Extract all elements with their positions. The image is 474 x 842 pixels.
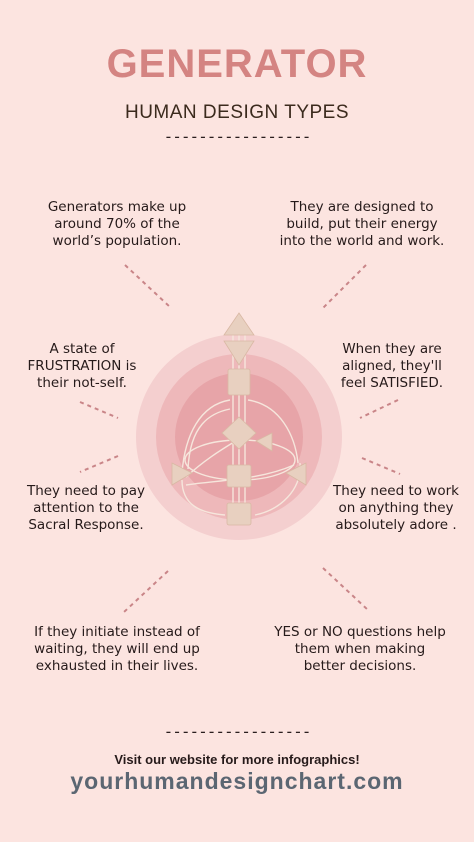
sacral-center — [226, 464, 252, 488]
connector-questions — [322, 567, 369, 611]
fact-adore: They need to work on anything they absol… — [333, 483, 459, 533]
website-url[interactable]: yourhumandesignchart.com — [70, 768, 404, 794]
throat-center — [227, 368, 251, 396]
fact-aligned: When they are aligned, they'll feel SATI… — [340, 341, 444, 391]
solar-plexus-center — [285, 462, 307, 486]
page-subtitle: HUMAN DESIGN TYPES — [124, 102, 350, 123]
spleen-center — [171, 462, 193, 486]
connector-aligned — [359, 399, 399, 419]
connector-sacral — [79, 455, 119, 473]
page-title: GENERATOR — [106, 42, 368, 86]
centers — [171, 312, 307, 526]
connector-population — [124, 264, 171, 308]
fact-population: Generators make up around 70% of the wor… — [47, 199, 187, 249]
head-center — [223, 312, 255, 336]
g-center — [221, 416, 257, 450]
heart-center — [255, 432, 273, 452]
connector-not-self — [79, 401, 119, 419]
connector-adore — [361, 457, 401, 475]
fact-designed: They are designed to build, put their en… — [279, 199, 445, 249]
top-divider: ----------------- — [163, 127, 312, 146]
bottom-divider: ----------------- — [163, 722, 312, 741]
connector-designed — [321, 264, 367, 310]
ajna-center — [223, 340, 255, 366]
bodygraph-illustration — [136, 312, 342, 540]
root-center — [226, 502, 252, 526]
fact-not-self: A state of FRUSTRATION is their not-self… — [27, 341, 137, 391]
connector-initiate — [123, 570, 169, 613]
fact-sacral: They need to pay attention to the Sacral… — [26, 483, 146, 533]
website-cta: Visit our website for more infographics! — [114, 752, 360, 767]
fact-questions: YES or NO questions help them when makin… — [274, 624, 446, 674]
fact-initiate: If they initiate instead of waiting, the… — [34, 624, 200, 674]
